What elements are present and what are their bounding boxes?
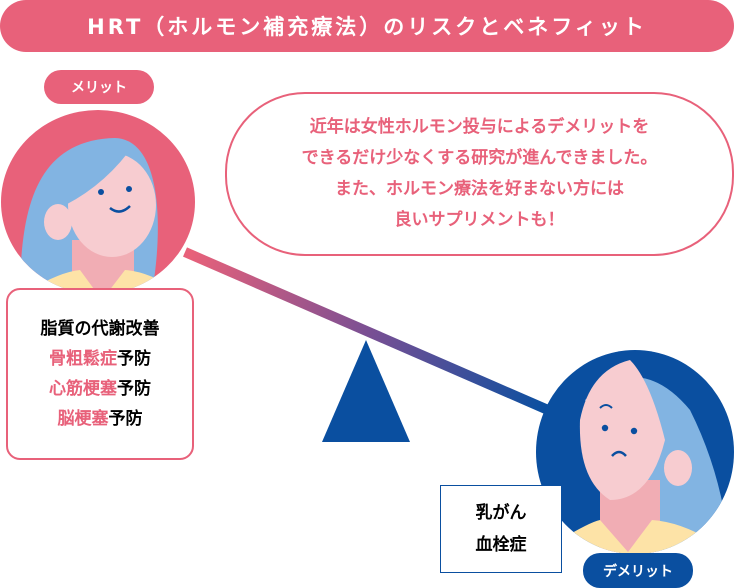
seesaw-fulcrum bbox=[322, 340, 410, 442]
demerit-item: 血栓症 bbox=[475, 535, 527, 555]
bubble-line: また、ホルモン療法を好まない方には bbox=[335, 179, 624, 199]
demerits-list: 乳がん 血栓症 bbox=[440, 485, 562, 573]
bubble-line: 良いサプリメントも！ bbox=[394, 210, 565, 230]
merit-badge: メリット bbox=[44, 70, 154, 104]
seesaw-beam bbox=[183, 247, 550, 415]
merit-item: 心筋梗塞予防 bbox=[49, 379, 151, 399]
demerit-badge: デメリット bbox=[583, 553, 693, 588]
worried-woman-avatar bbox=[536, 350, 734, 554]
page-title: HRT（ホルモン補充療法）のリスクとベネフィット bbox=[0, 0, 734, 52]
speech-bubble: 近年は女性ホルモン投与によるデメリットを できるだけ少なくする研究が進んできまし… bbox=[225, 92, 734, 256]
merit-item: 脂質の代謝改善 bbox=[40, 319, 160, 339]
happy-woman-avatar bbox=[1, 110, 195, 294]
merit-item: 骨粗鬆症予防 bbox=[49, 349, 151, 369]
bubble-line: 近年は女性ホルモン投与によるデメリットを bbox=[309, 117, 650, 137]
bubble-line: できるだけ少なくする研究が進んできました。 bbox=[301, 148, 658, 168]
demerit-item: 乳がん bbox=[475, 503, 527, 523]
merit-item: 脳梗塞予防 bbox=[57, 409, 143, 429]
merits-list: 脂質の代謝改善 骨粗鬆症予防 心筋梗塞予防 脳梗塞予防 bbox=[6, 288, 194, 460]
